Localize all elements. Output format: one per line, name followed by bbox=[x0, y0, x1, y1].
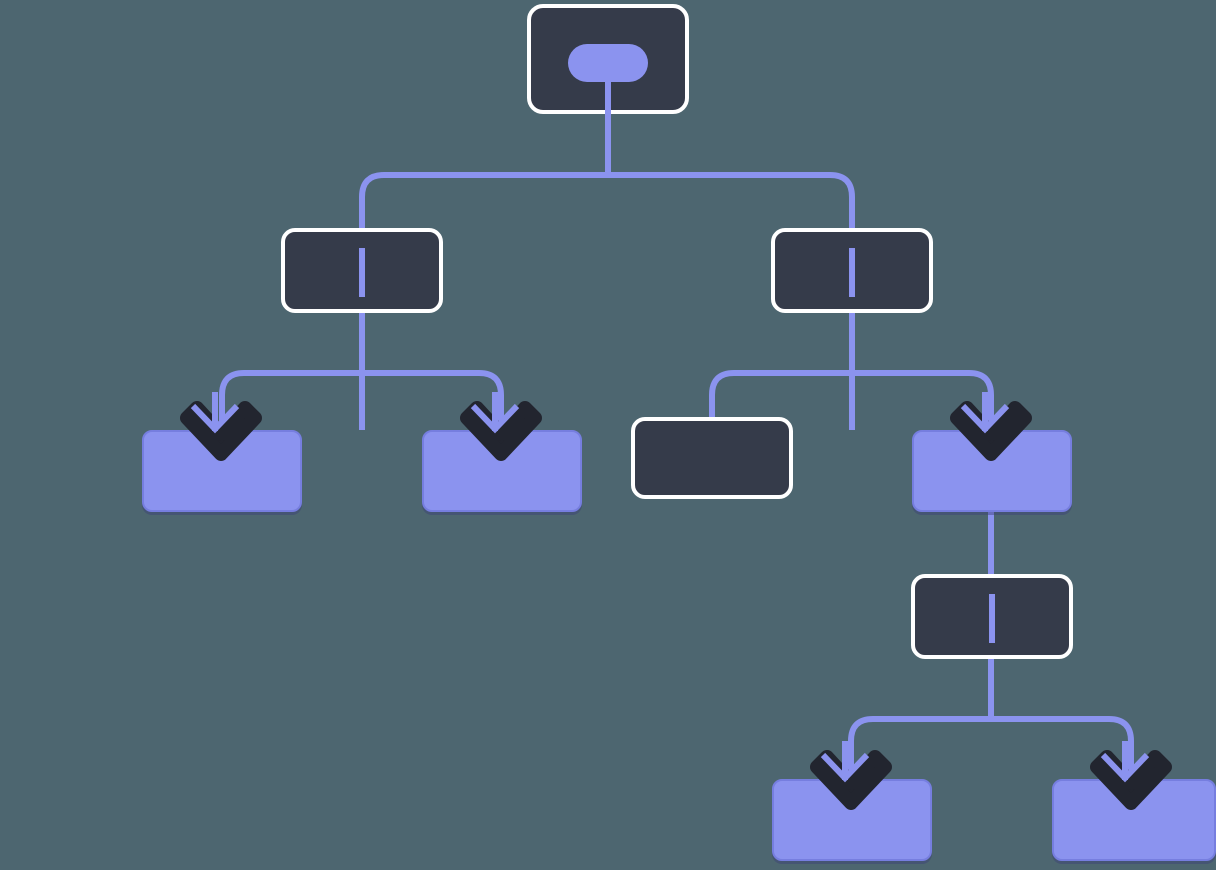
branch-left-line-glyph bbox=[359, 248, 365, 297]
branch-node-right[interactable] bbox=[771, 228, 933, 313]
root-stem-glyph bbox=[605, 74, 611, 114]
leaf-node-4[interactable] bbox=[912, 430, 1072, 512]
leaf-node-5[interactable] bbox=[772, 779, 932, 861]
branch-node-left[interactable] bbox=[281, 228, 443, 313]
leaf-node-2[interactable] bbox=[422, 430, 582, 512]
root-node[interactable] bbox=[527, 4, 689, 114]
dark-leaf-node-3[interactable] bbox=[631, 417, 793, 499]
branch-right-line-glyph bbox=[849, 248, 855, 297]
branch-lower-line-glyph bbox=[989, 594, 995, 643]
branch-node-lower-right[interactable] bbox=[911, 574, 1073, 659]
leaf-node-6[interactable] bbox=[1052, 779, 1216, 861]
leaf-node-1[interactable] bbox=[142, 430, 302, 512]
